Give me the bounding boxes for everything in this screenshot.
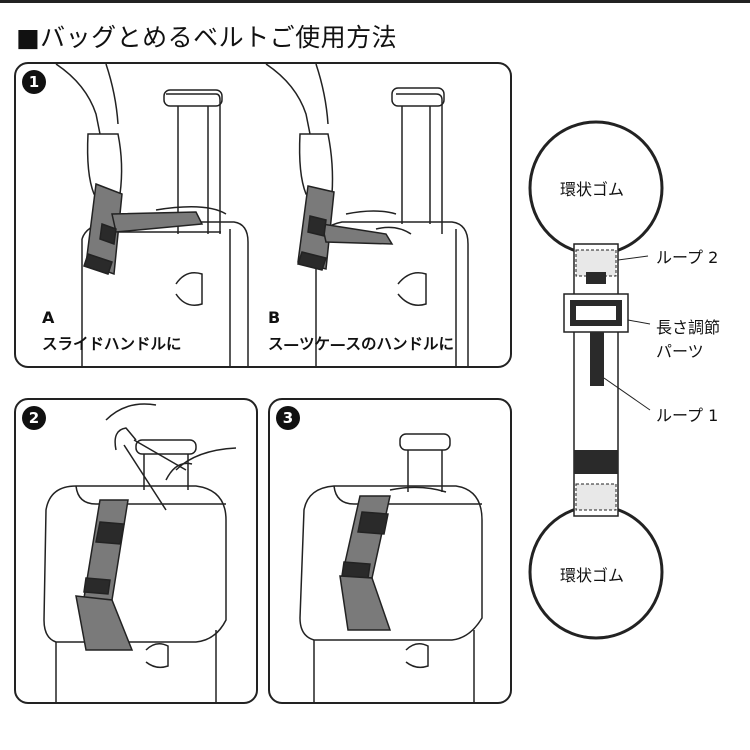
step2-illustration xyxy=(43,403,237,702)
option-a-caption: スライドハンドルに xyxy=(42,335,182,353)
step1-badge: 1 xyxy=(22,70,46,94)
top-ring-label: 環状ゴム xyxy=(560,180,625,199)
step3-illustration xyxy=(299,433,483,702)
page-title: ■バッグとめるベルトご使用方法 xyxy=(16,23,398,52)
adjuster-label-line2: パーツ xyxy=(656,342,704,361)
loop2-label: ループ 2 xyxy=(656,248,719,267)
step2-badge: 2 xyxy=(22,406,46,430)
strap-diagram-drawing xyxy=(528,120,664,640)
step1-illustration xyxy=(55,64,469,366)
step2-panel: 2 xyxy=(14,398,258,704)
option-b-letter: B xyxy=(268,308,281,327)
bottom-ring-label: 環状ゴム xyxy=(560,566,625,585)
adjuster-label-line1: 長さ調節 xyxy=(656,318,721,337)
top-divider xyxy=(0,0,750,3)
strap-diagram: 環状ゴム 環状ゴム ループ 2 長さ調節 パーツ ループ 1 xyxy=(520,110,750,650)
step3-badge: 3 xyxy=(276,406,300,430)
option-a-letter: A xyxy=(42,308,55,327)
loop1-label: ループ 1 xyxy=(656,406,719,425)
option-b-caption: ス—ツケ—スのハンドルに xyxy=(268,335,455,353)
step1-panel: 1 A スライドハンドルに B ス—ツケ—スのハンドルに xyxy=(14,62,512,368)
step3-panel: 3 xyxy=(268,398,512,704)
